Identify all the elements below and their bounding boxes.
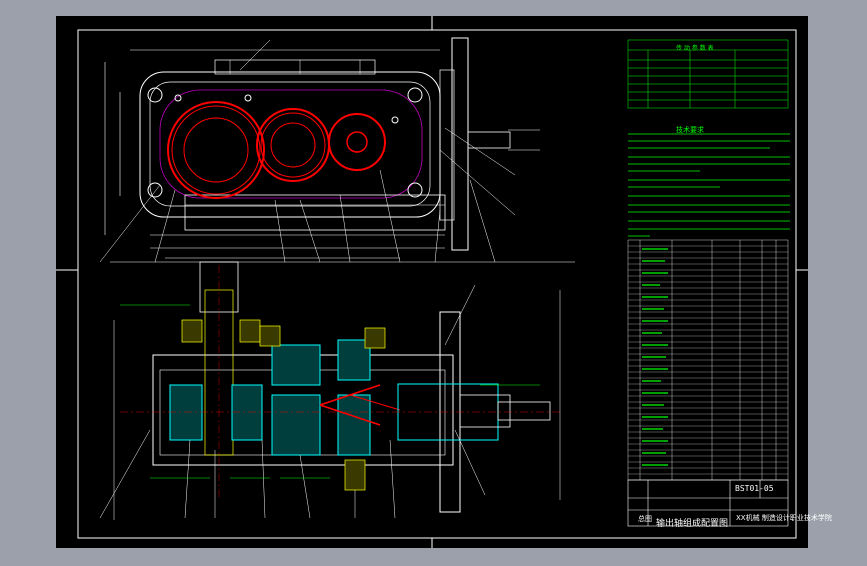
spec-table-heading: 传 动 参 数 表 [676,45,714,52]
sheet-label: 总图 [638,515,652,523]
top-view [99,37,540,263]
notes-block [628,133,790,237]
school-label: XX机械 制造设计职业技术学院 [736,514,832,522]
frame-border [77,29,797,539]
bom-rows [628,245,788,475]
drawing-number: BST01-05 [735,484,774,493]
section-view [99,261,575,520]
spec-table [627,39,789,109]
bom-text-marks [642,248,668,466]
title-block [627,479,789,527]
notes-heading: 技术要求 [676,126,704,134]
title-block-name: 输出轴组成配置图 [656,519,729,529]
